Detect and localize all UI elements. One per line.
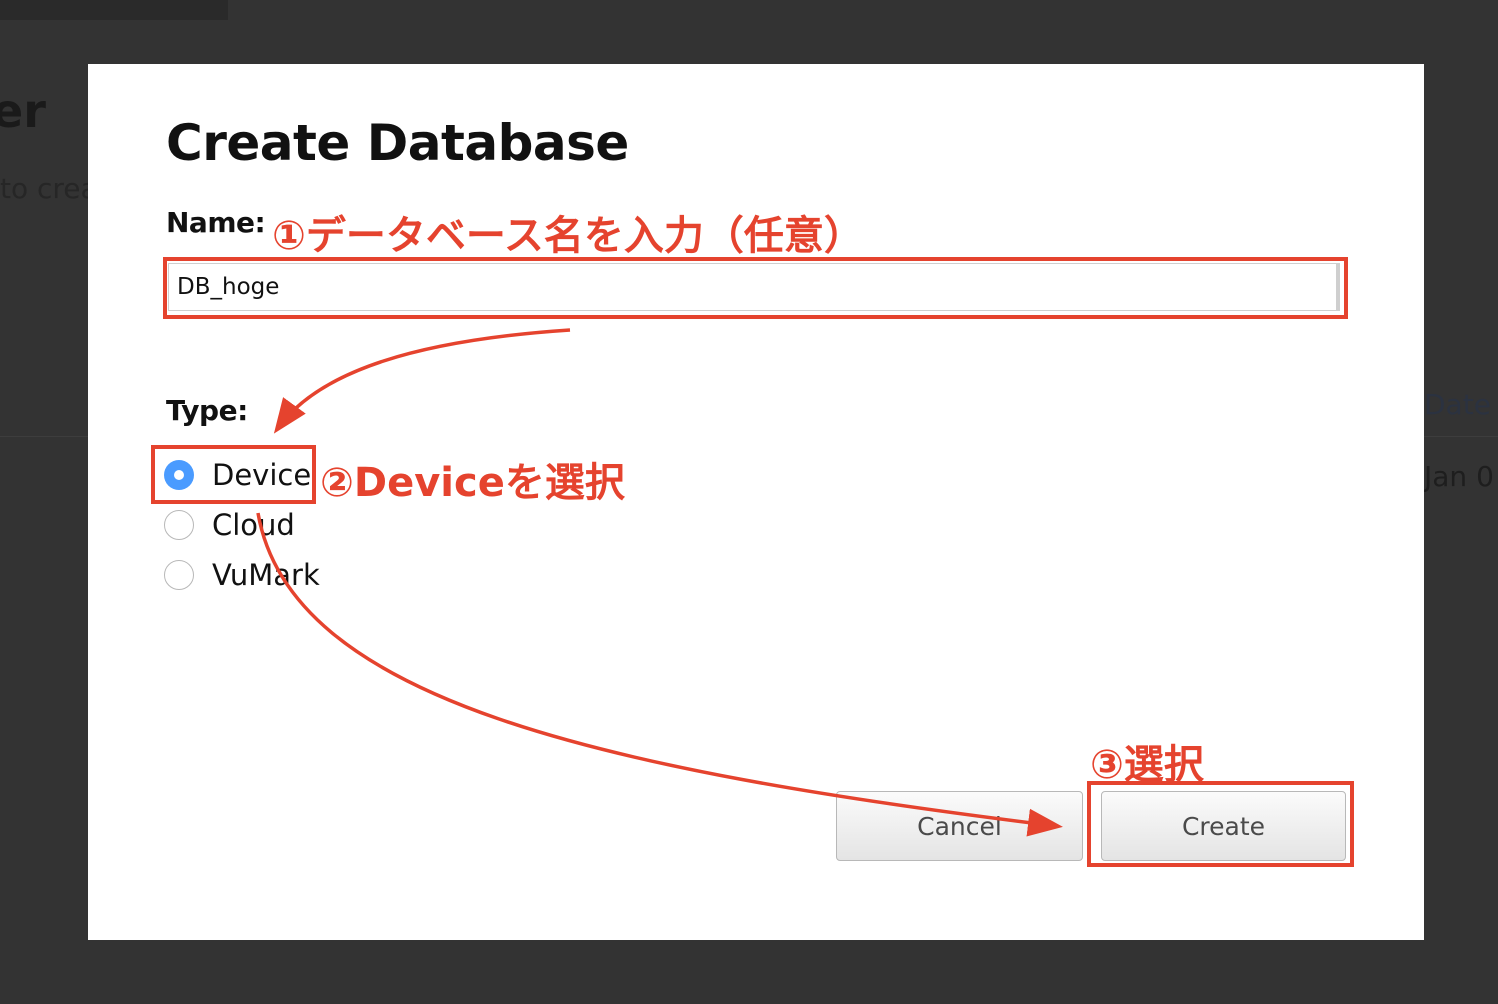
type-option-label: VuMark (212, 558, 320, 592)
type-option-label: Device (212, 458, 312, 492)
dialog-title: Create Database (166, 114, 629, 172)
type-label: Type: (166, 394, 248, 427)
type-option-label: Cloud (212, 508, 295, 542)
name-label: Name: (166, 206, 266, 239)
radio-vumark[interactable] (164, 560, 194, 590)
type-option-vumark[interactable]: VuMark (164, 555, 320, 595)
annotation-step-3: ③選択 (1090, 742, 1204, 788)
background-page-heading: er (0, 84, 46, 138)
type-option-cloud[interactable]: Cloud (164, 505, 295, 545)
background-page-subtext: to crea (0, 172, 98, 205)
radio-device[interactable] (164, 460, 194, 490)
annotation-step-1: ①データベース名を入力（任意） (272, 213, 864, 259)
type-option-device[interactable]: Device (164, 455, 311, 495)
background-column-header: Date M (1424, 388, 1498, 421)
create-database-dialog: Create Database Name: Type: Device Cloud… (88, 64, 1424, 940)
background-table-cell: Jan 0 (1424, 460, 1494, 493)
cancel-button[interactable]: Cancel (836, 791, 1083, 861)
database-name-input[interactable] (168, 263, 1340, 311)
create-button[interactable]: Create (1101, 791, 1346, 861)
background-top-bar (0, 0, 228, 20)
radio-cloud[interactable] (164, 510, 194, 540)
annotation-step-2: ②Deviceを選択 (320, 460, 625, 506)
